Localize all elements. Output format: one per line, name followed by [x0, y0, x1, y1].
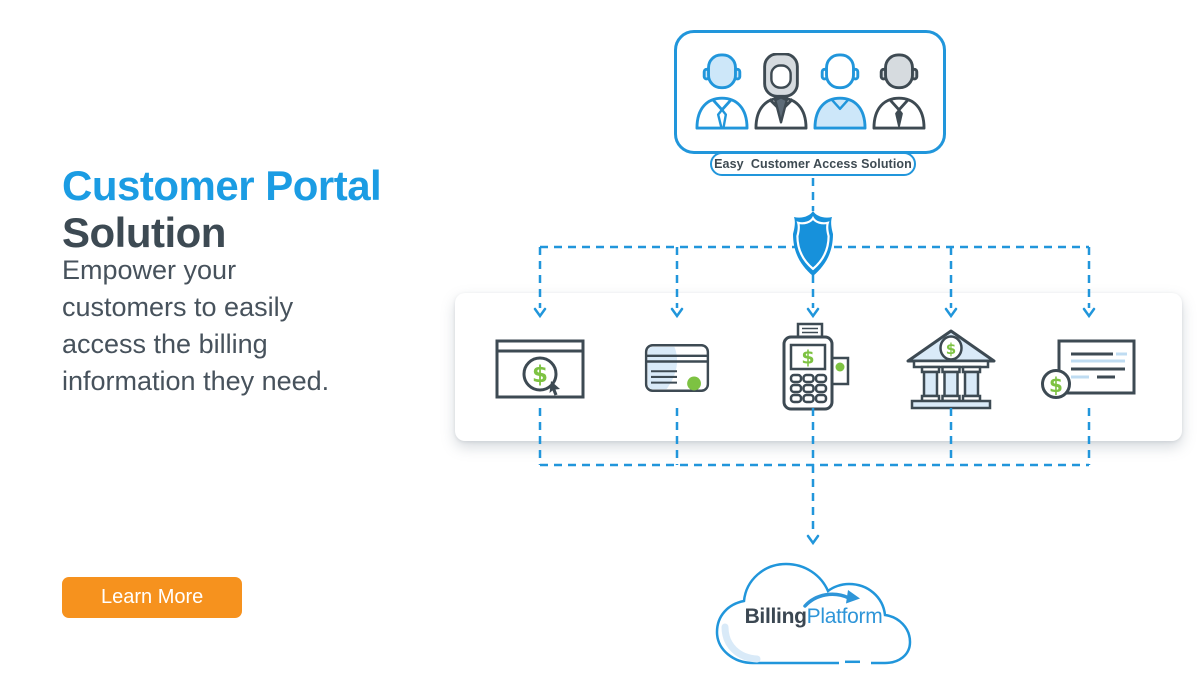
customer-woman-icon [754, 53, 807, 130]
description-line: Empower your [62, 255, 237, 285]
dollar-glyph: $ [1049, 373, 1063, 397]
page-title: Customer Portal Solution [62, 162, 382, 257]
billingplatform-cloud: BillingPlatform [701, 549, 926, 681]
pos-card-dot [835, 362, 845, 372]
title-line-2: Solution [62, 209, 226, 257]
badge-label: Easy Customer Access Solution [714, 157, 912, 171]
dollar-glyph: $ [532, 362, 548, 388]
logo-swoosh-icon [803, 590, 861, 608]
logo-text-platform: Platform [806, 605, 883, 628]
online-payment-icon: $ [495, 339, 585, 399]
learn-more-button[interactable]: Learn More [62, 577, 243, 618]
description-line: customers to easily [62, 292, 294, 322]
dollar-glyph: $ [801, 347, 814, 369]
security-shield-icon [793, 211, 833, 276]
check-payment-icon: $ [1041, 339, 1136, 399]
customer-man-dark-icon [872, 53, 925, 130]
customer-avatars [677, 33, 943, 130]
access-solution-badge: Easy Customer Access Solution [710, 152, 916, 176]
customer-man-blue-icon [695, 53, 748, 130]
bank-transfer-icon: $ [906, 329, 996, 410]
hero-description: Empower your customers to easily access … [62, 252, 329, 400]
customers-panel [674, 30, 946, 154]
dollar-glyph: $ [946, 340, 956, 358]
pos-terminal-icon: $ [782, 322, 850, 411]
card-chip-dot [687, 376, 701, 391]
description-line: access the billing [62, 329, 268, 359]
cursor-arrow [549, 381, 560, 396]
customer-man-filled-icon [813, 53, 866, 130]
billingplatform-logo: BillingPlatform [701, 590, 926, 629]
credit-card-icon [644, 344, 710, 392]
logo-text-billing: Billing [744, 605, 807, 628]
cloud-icon [715, 562, 912, 668]
title-line-1: Customer Portal [62, 162, 382, 210]
description-line: information they need. [62, 366, 330, 396]
